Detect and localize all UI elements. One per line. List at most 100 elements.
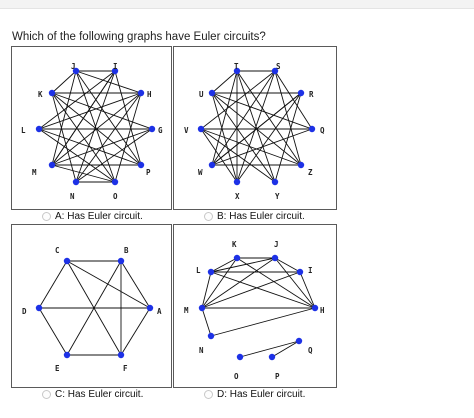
edge-b-v-s bbox=[200, 70, 276, 130]
edge-b-y-v bbox=[200, 128, 276, 183]
option-b-radio[interactable] bbox=[204, 212, 213, 221]
edge-a-j-h bbox=[75, 70, 142, 94]
option-c-radio[interactable] bbox=[42, 390, 51, 399]
option-b-label: B: Has Euler circuit. bbox=[217, 211, 305, 222]
option-c[interactable]: C: Has Euler circuit. bbox=[42, 389, 143, 400]
vertex-a-g bbox=[148, 125, 156, 133]
vertex-b-x bbox=[233, 178, 241, 186]
vertex-label-a-m: M bbox=[32, 168, 37, 177]
top-bar bbox=[0, 0, 474, 9]
vertex-c-f bbox=[117, 351, 125, 359]
edge-d-q-p bbox=[271, 340, 300, 358]
vertex-b-y bbox=[271, 178, 279, 186]
edge-d-l-h bbox=[210, 271, 316, 309]
vertex-label-b-q: Q bbox=[320, 126, 325, 135]
vertex-label-a-p: P bbox=[146, 168, 151, 177]
option-a-label: A: Has Euler circuit. bbox=[55, 211, 143, 222]
vertex-d-n bbox=[207, 332, 215, 340]
vertex-a-o bbox=[111, 178, 119, 186]
vertex-d-m bbox=[198, 304, 206, 312]
vertex-d-p bbox=[268, 353, 276, 361]
vertex-a-i bbox=[111, 67, 119, 75]
option-a[interactable]: A: Has Euler circuit. bbox=[42, 211, 143, 222]
edge-a-o-m bbox=[51, 164, 116, 183]
vertex-label-d-n: N bbox=[199, 346, 204, 355]
edge-b-x-u bbox=[211, 92, 238, 183]
edge-b-w-r bbox=[211, 92, 302, 166]
edge-b-t-z bbox=[236, 70, 302, 166]
vertex-a-p bbox=[137, 161, 145, 169]
vertex-label-a-k: K bbox=[38, 90, 43, 99]
vertex-label-c-f: F bbox=[123, 364, 128, 373]
edge-d-m-k bbox=[201, 257, 238, 309]
vertex-label-c-e: E bbox=[55, 364, 60, 373]
vertex-c-e bbox=[63, 351, 71, 359]
edge-d-l-k bbox=[210, 257, 238, 273]
edge-a-o-l bbox=[38, 128, 116, 183]
edge-b-x-v bbox=[200, 128, 238, 183]
vertex-a-j bbox=[72, 67, 80, 75]
edge-b-r-x bbox=[236, 92, 302, 183]
vertex-label-a-g: G bbox=[158, 126, 163, 135]
vertex-c-b bbox=[117, 257, 125, 265]
edge-b-s-q bbox=[274, 70, 313, 130]
vertex-label-b-z: Z bbox=[308, 168, 313, 177]
vertex-b-z bbox=[297, 161, 305, 169]
vertex-d-k bbox=[233, 254, 241, 262]
edge-b-s-z bbox=[274, 70, 302, 166]
vertex-label-b-v: V bbox=[184, 126, 189, 135]
edge-d-m-n bbox=[201, 307, 212, 337]
vertex-label-a-l: L bbox=[21, 126, 26, 135]
vertex-label-b-y: Y bbox=[275, 192, 280, 201]
question-text: Which of the following graphs have Euler… bbox=[12, 31, 266, 43]
vertex-label-d-p: P bbox=[275, 372, 280, 381]
vertex-label-c-d: D bbox=[22, 307, 27, 316]
vertex-label-a-j: J bbox=[71, 62, 76, 71]
vertex-label-d-k: K bbox=[232, 240, 237, 249]
vertex-b-s bbox=[271, 67, 279, 75]
vertex-label-d-i: I bbox=[308, 266, 313, 275]
edge-d-j-i bbox=[274, 257, 301, 273]
edge-a-j-m bbox=[51, 70, 77, 166]
vertex-label-d-m: M bbox=[184, 306, 189, 315]
edge-c-b-a bbox=[120, 260, 151, 309]
vertex-label-d-j: J bbox=[274, 240, 279, 249]
edge-c-d-e bbox=[38, 307, 68, 356]
vertex-label-c-a: A bbox=[157, 307, 162, 316]
vertex-label-b-u: U bbox=[199, 90, 204, 99]
edge-a-i-p bbox=[114, 70, 142, 166]
edge-a-i-l bbox=[38, 70, 116, 130]
edge-b-z-v bbox=[200, 128, 302, 166]
edge-d-m-j bbox=[201, 257, 276, 309]
option-a-radio[interactable] bbox=[42, 212, 51, 221]
vertex-d-q bbox=[295, 337, 303, 345]
edge-a-h-l bbox=[38, 92, 142, 130]
edge-a-k-j bbox=[51, 70, 77, 94]
vertex-b-u bbox=[208, 89, 216, 97]
vertex-label-a-o: O bbox=[113, 192, 118, 201]
edge-a-g-m bbox=[51, 128, 153, 166]
edge-b-u-t bbox=[211, 70, 238, 94]
vertex-c-a bbox=[146, 304, 154, 312]
edge-b-q-u bbox=[211, 92, 313, 130]
vertex-label-a-h: H bbox=[147, 90, 152, 99]
vertex-d-l bbox=[207, 268, 215, 276]
vertex-label-d-h: H bbox=[320, 306, 325, 315]
vertex-label-c-b: B bbox=[124, 246, 129, 255]
edge-a-h-n bbox=[75, 92, 142, 183]
edge-d-j-h bbox=[274, 257, 316, 309]
edge-c-d-c bbox=[38, 260, 68, 309]
option-d-radio[interactable] bbox=[204, 390, 213, 399]
option-c-label: C: Has Euler circuit. bbox=[55, 389, 144, 400]
edge-d-n-h bbox=[210, 307, 316, 337]
option-d-label: D: Has Euler circuit. bbox=[217, 389, 306, 400]
vertex-d-j bbox=[271, 254, 279, 262]
edge-a-j-p bbox=[75, 70, 142, 166]
option-d[interactable]: D: Has Euler circuit. bbox=[204, 389, 305, 400]
option-b[interactable]: B: Has Euler circuit. bbox=[204, 211, 305, 222]
